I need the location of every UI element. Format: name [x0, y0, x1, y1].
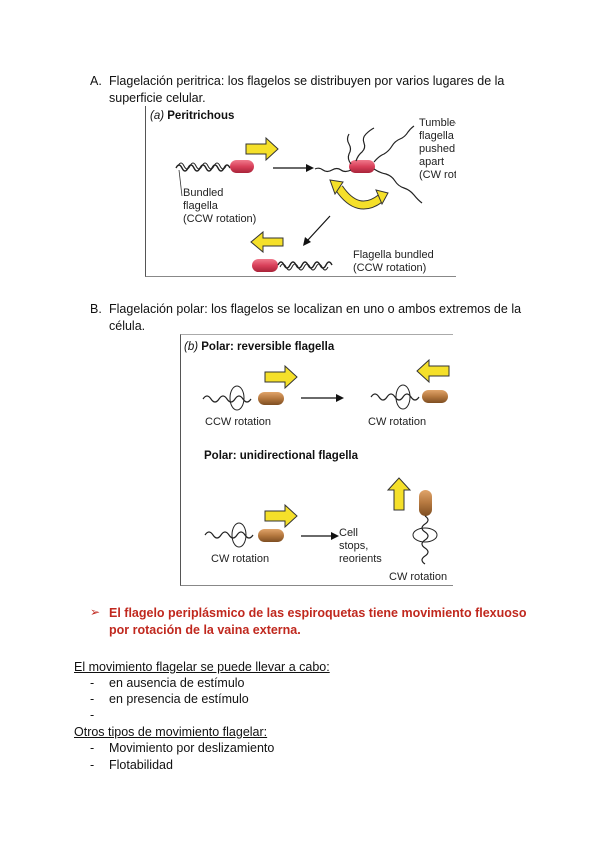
polar-cell-cw [370, 384, 448, 410]
list-marker-a: A. [90, 74, 102, 88]
label-tumble-pushed: pushed [419, 143, 455, 155]
list-dash: - [90, 758, 95, 772]
arrow-bullet-icon: ➢ [90, 605, 101, 619]
list-item: Movimiento por deslizamiento [109, 741, 275, 755]
polar-cell-ccw [202, 385, 284, 411]
list2-heading: Otros tipos de movimiento flagelar: [74, 725, 268, 739]
label-flagella-bundled-rotation: (CCW rotation) [353, 262, 426, 274]
arrow-icon [306, 164, 314, 172]
figure-a-title: (a) Peritrichous [150, 110, 234, 122]
arrow-right-icon [245, 136, 279, 162]
label-tumble-flagella: flagella [419, 130, 455, 142]
figure-polar: (b) Polar: reversible flagella CCW rotat… [180, 334, 453, 586]
label-reorients: reorients [339, 553, 382, 565]
label-cw-rotation-3: CW rotation [389, 571, 447, 583]
label-tumble-rotation: (CW rotation) [419, 169, 456, 181]
label-bundled-rotation: (CCW rotation) [183, 213, 256, 225]
bundled-cell [175, 160, 254, 173]
tumble-cell [314, 125, 423, 204]
label-ccw-rotation: CCW rotation [205, 416, 271, 428]
arrow-icon [331, 532, 339, 540]
list-item: en ausencia de estímulo [109, 676, 245, 690]
arrow-icon [303, 237, 311, 246]
label-tumble: Tumble— [419, 117, 456, 129]
list-dash: - [90, 741, 95, 755]
figure-b-title: (b) Polar: reversible flagella [184, 341, 335, 353]
highlight-text: El flagelo periplásmico de las espiroque… [109, 606, 527, 637]
arrow-left-icon [250, 230, 284, 254]
section-a-text: Flagelación peritrica: los flagelos se d… [109, 74, 505, 105]
list1-heading: El movimiento flagelar se puede llevar a… [74, 660, 330, 674]
label-bundled: Bundled [183, 187, 223, 199]
list-dash: - [90, 676, 95, 690]
label-tumble-apart: apart [419, 156, 444, 168]
bundled-cell-2 [252, 259, 333, 272]
label-flagella-bundled: Flagella bundled [353, 249, 434, 261]
arrow-right-icon [264, 503, 298, 529]
label-stops: stops, [339, 540, 368, 552]
section-b-text: Flagelación polar: los flagelos se local… [109, 302, 522, 333]
label-cw-rotation-2: CW rotation [211, 553, 269, 565]
label-cw-rotation: CW rotation [368, 416, 426, 428]
arrow-right-icon [264, 364, 298, 390]
list-marker-b: B. [90, 302, 102, 316]
label-bundled-flagella: flagella [183, 200, 219, 212]
figure-b-subtitle: Polar: unidirectional flagella [204, 450, 359, 462]
unidirectional-cell [204, 522, 284, 548]
reoriented-cell [412, 490, 438, 565]
list-dash: - [90, 692, 95, 706]
arrow-up-icon [386, 477, 412, 511]
arrow-icon [336, 394, 344, 402]
rotate-arrow-icon [375, 189, 389, 206]
list-dash: - [90, 708, 95, 722]
figure-peritrichous: (a) Peritrichous Bundled flagella (CCW r… [145, 106, 456, 277]
list-item: en presencia de estímulo [109, 692, 249, 706]
arrow-left-icon [416, 358, 450, 384]
label-cell: Cell [339, 527, 358, 539]
list-item: Flotabilidad [109, 758, 173, 772]
